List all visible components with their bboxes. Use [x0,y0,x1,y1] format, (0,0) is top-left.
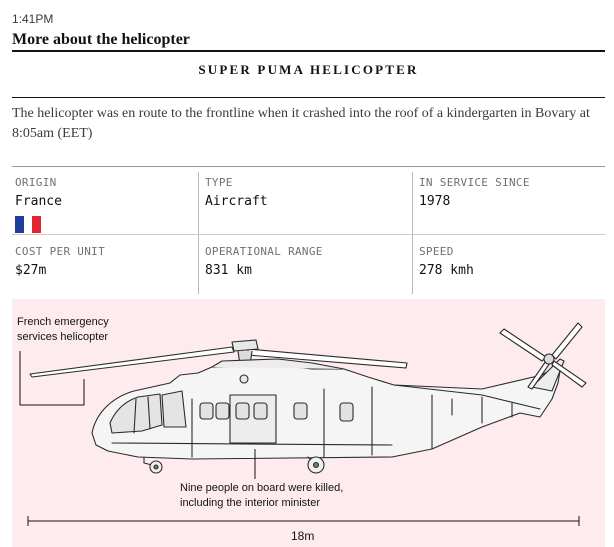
stat-range: OPERATIONAL RANGE 831 km [202,236,412,301]
rotor-hub [231,339,259,352]
cabin-window [293,402,308,420]
graphic-summary: The helicopter was en route to the front… [12,106,590,141]
stat-value: 1978 [419,194,451,209]
main-rotor-blade [29,346,235,378]
stat-value: $27m [15,263,47,278]
cockpit-window [109,393,163,434]
annotation-killed: Nine people on board were killed, includ… [180,481,343,511]
stats-divider [412,172,413,294]
annotation-text: services helicopter [17,331,109,343]
cockpit-frame [133,396,151,434]
stats-divider [198,172,199,294]
france-flag-icon [15,216,42,233]
graphic-divider [12,97,605,98]
helicopter-illustration: French emergency services helicopter Nin… [12,299,605,547]
stat-value: Aircraft [205,194,268,209]
cabin-window [253,402,268,420]
engine-fairing [211,358,345,370]
tail-rotor-blade [551,360,587,388]
tail-rotor-hub [543,353,555,365]
cabin-window [215,402,230,420]
cabin-window [235,402,250,420]
stat-speed: SPEED 278 kmh [416,236,605,301]
stat-label: IN SERVICE SINCE [419,176,530,189]
stat-origin: ORIGIN France [12,167,198,233]
stat-value: 278 kmh [419,263,474,278]
annotation-text: Nine people on board were killed, [180,482,344,494]
annotation-text: French emergency [17,316,109,328]
annotation-helicopter: French emergency services helicopter [17,315,109,345]
stat-label: COST PER UNIT [15,245,105,258]
stat-type: TYPE Aircraft [202,167,412,232]
stat-label: TYPE [205,176,233,189]
annotation-text: including the interior minister [180,497,321,509]
main-wheel-hub [312,461,320,469]
stats-divider [12,234,605,235]
tail-boom [393,384,541,410]
landing-gear [143,456,153,466]
cabin-window [199,402,214,420]
graphic-title: SUPER PUMA HELICOPTER [198,62,419,77]
stat-cost: COST PER UNIT $27m [12,236,198,301]
panel-line [191,386,433,458]
panel-line [111,442,393,446]
section-divider [12,50,605,52]
stats-grid: ORIGIN France TYPE Aircraft IN SERVICE S… [12,166,605,298]
stat-label: ORIGIN [15,176,57,189]
cockpit-window [161,390,187,428]
timestamp: 1:41PM [12,12,54,26]
stat-value: 831 km [205,263,252,278]
cabin-window [339,402,354,422]
tail-rotor-blade [551,322,583,360]
nose-wheel-hub [153,464,159,470]
length-label: 18m [291,529,315,543]
stat-in-service: IN SERVICE SINCE 1978 [416,167,605,232]
tail-boom-detail [451,396,513,424]
helicopter-drawing [19,322,587,526]
length-scale-tick [27,516,580,526]
stat-label: OPERATIONAL RANGE [205,245,323,258]
stat-value: France [15,194,62,209]
section-title: More about the helicopter [12,31,190,48]
sensor [239,374,249,384]
annotation-leader [19,351,85,406]
tail-rotor-blade [499,328,547,362]
stat-label: SPEED [419,245,454,258]
